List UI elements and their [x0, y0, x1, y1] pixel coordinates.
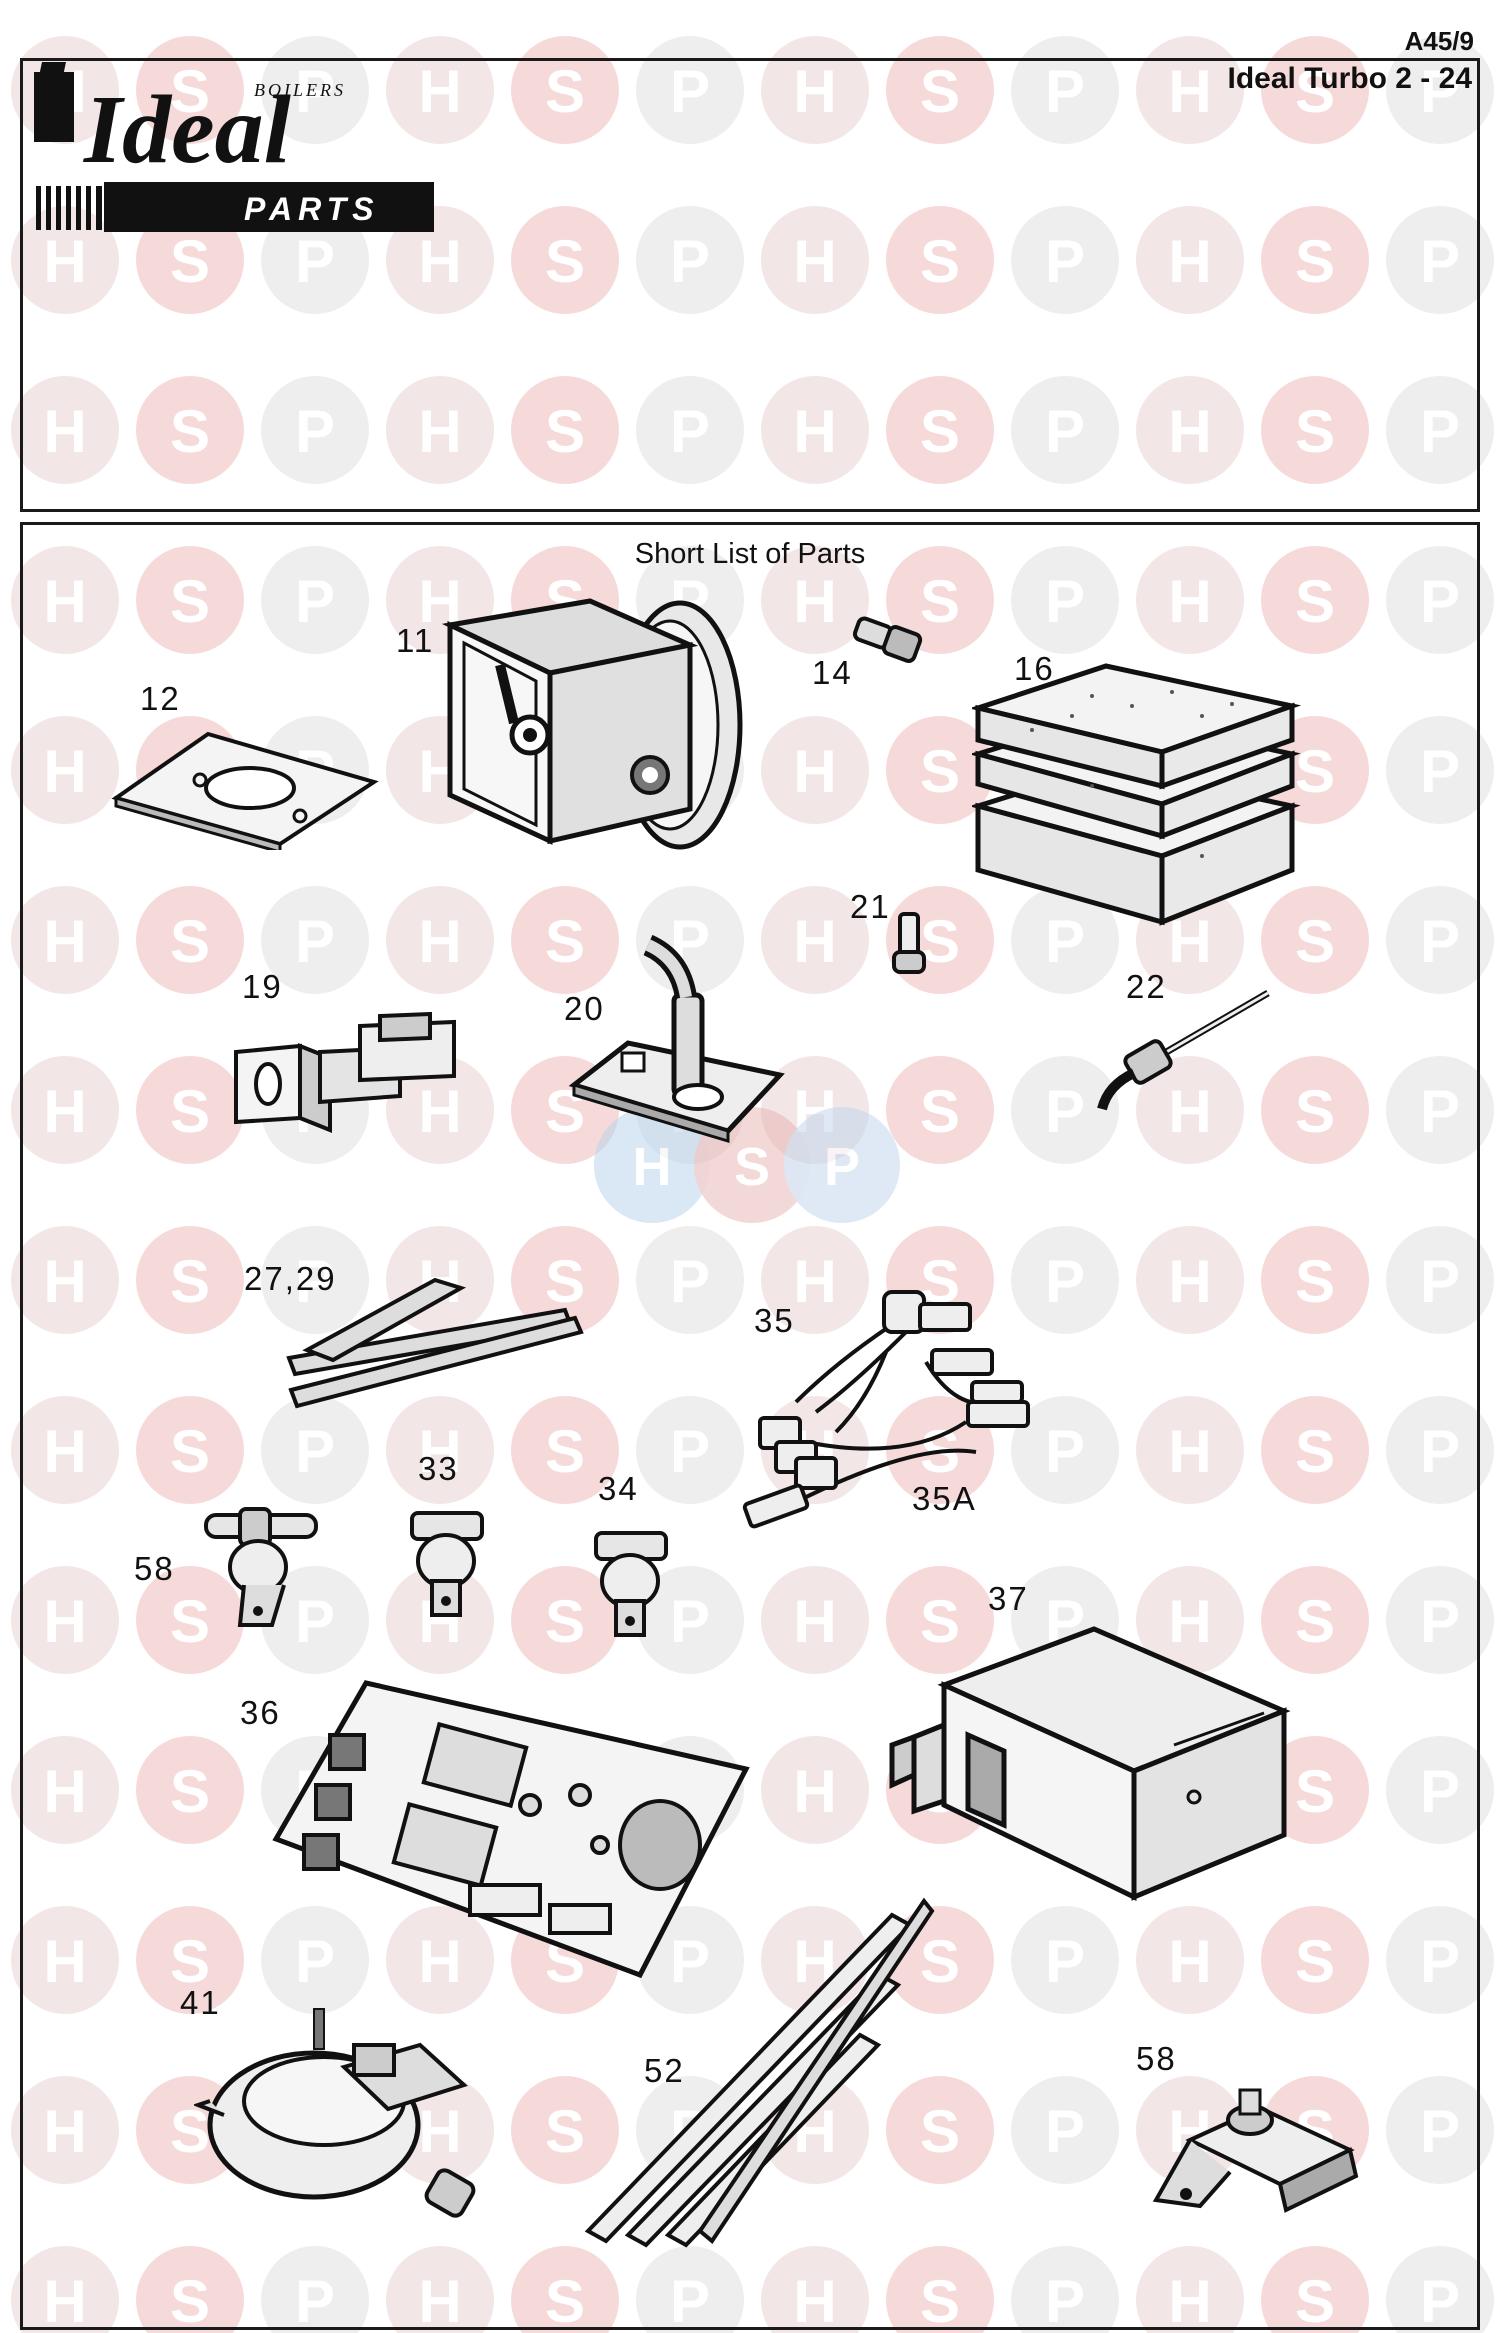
- part-label-37: 37: [988, 1580, 1029, 1617]
- electrode-icon: [1097, 989, 1270, 1111]
- part-label-34: 34: [598, 1470, 639, 1507]
- fan-assembly-icon: [441, 598, 743, 850]
- burner-pilot-icon: [568, 935, 785, 1144]
- thermostat-34-icon: [594, 1531, 668, 1637]
- part-label-22: 22: [1126, 968, 1167, 1005]
- logo-brand: Ideal: [83, 76, 292, 184]
- document-code: A45/9: [1404, 26, 1474, 56]
- part-label-33: 33: [418, 1450, 459, 1487]
- part-label-21: 21: [850, 888, 891, 925]
- part-label-58-b: 58: [1136, 2040, 1177, 2077]
- gasket-plate-icon: [111, 731, 379, 850]
- part-label-35a: 35A: [912, 1480, 977, 1517]
- pressure-switch-icon: [194, 2008, 476, 2218]
- part-label-52: 52: [644, 2052, 685, 2089]
- part-label-14: 14: [812, 654, 853, 691]
- part-label-19: 19: [242, 968, 283, 1005]
- sensor-bracket-icon: [1152, 2088, 1359, 2213]
- rods-icon: [584, 1897, 935, 2248]
- logo-tagline: PARTS: [244, 191, 380, 227]
- thermostat-bracket-icon: [204, 1507, 318, 1627]
- part-label-20: 20: [564, 990, 605, 1027]
- electrode-blocks-icon: [234, 1012, 456, 1133]
- part-label-41: 41: [180, 1984, 221, 2021]
- part-label-12: 12: [140, 680, 181, 717]
- part-label-27-29: 27,29: [244, 1260, 337, 1297]
- part-label-11: 11: [396, 622, 435, 659]
- part-label-16: 16: [1014, 650, 1055, 687]
- small-pin-icon: [892, 912, 926, 974]
- insulation-panels-icon: [972, 663, 1302, 926]
- thermostat-33-icon: [410, 1511, 484, 1617]
- part-label-58-a: 58: [134, 1550, 175, 1587]
- screw-icon: [852, 616, 923, 663]
- parts-list-title: Short List of Parts: [634, 538, 866, 570]
- part-label-35: 35: [754, 1302, 795, 1339]
- part-label-36: 36: [240, 1694, 281, 1731]
- ideal-parts-logo: BOILERS Ideal PARTS: [34, 62, 434, 232]
- model-name: Ideal Turbo 2 - 24: [1227, 62, 1473, 95]
- control-box-icon: [889, 1626, 1291, 1901]
